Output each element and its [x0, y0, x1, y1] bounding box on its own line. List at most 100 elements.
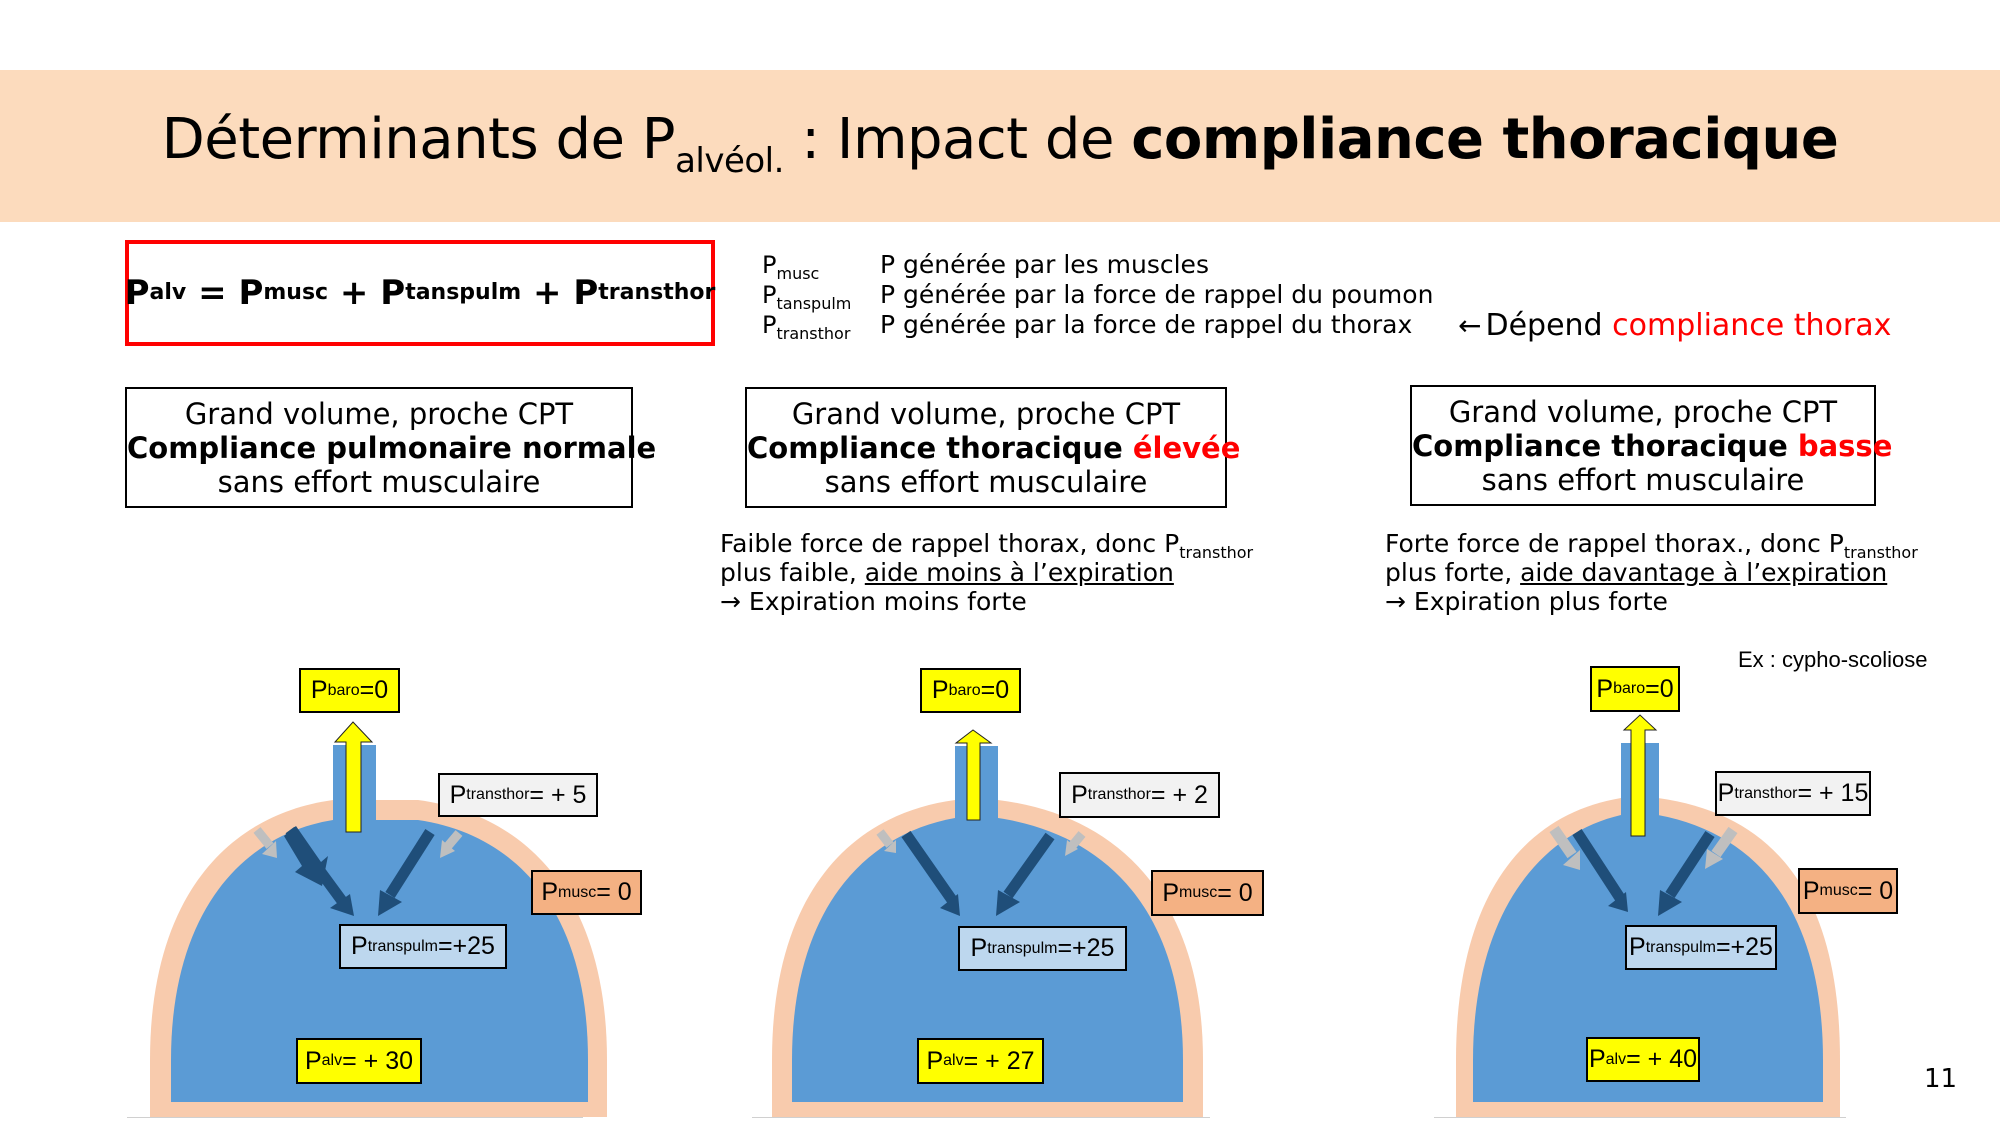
label-p: P: [351, 932, 368, 960]
legend-description: P générée par la force de rappel du poum…: [880, 280, 1434, 309]
transpulm-arrow-left-head-icon: [940, 894, 960, 916]
label-value: = 0: [596, 878, 632, 906]
page-number: 11: [1924, 1064, 1958, 1094]
label-value: = + 15: [1797, 779, 1869, 807]
label-p: P: [541, 878, 558, 906]
transpulm-arrow-left-head-icon: [1608, 892, 1628, 912]
lung-thorax-illustration: [1456, 714, 1840, 1117]
label-value: =0: [1645, 674, 1674, 703]
desc-line1-sub: transthor: [1843, 543, 1918, 562]
desc-line2: plus forte, aide davantage à l’expiratio…: [1385, 558, 1918, 587]
legend-symbol-p: P: [762, 281, 777, 309]
transpulm-arrow-left-shaft: [285, 826, 350, 909]
label-p: P: [1629, 933, 1646, 961]
diagram-baseline: [1434, 1117, 1846, 1118]
baro-arrow-icon: [954, 729, 993, 821]
scenario-description-high: Faible force de rappel thorax, donc Ptra…: [720, 529, 1253, 616]
transthor-arrow-left-shaft: [1549, 825, 1577, 859]
formula-p: P: [380, 273, 406, 313]
desc-line3: → Expiration plus forte: [1385, 587, 1918, 616]
legend-symbol-sub: transthor: [776, 324, 851, 343]
desc-line3-text: Expiration moins forte: [740, 587, 1027, 616]
transthor-arrow-right-shaft: [1711, 826, 1738, 858]
transthor-arrow-right-head-icon: [1065, 840, 1078, 856]
diagram-baseline: [752, 1117, 1210, 1118]
title-middle: : Impact de: [783, 107, 1132, 172]
legend-symbol-sub: tanspulm: [776, 294, 852, 313]
label-value: = 0: [1857, 876, 1894, 905]
label-value: = 0: [1217, 878, 1253, 907]
transthor-arrow-right-shaft: [444, 830, 463, 849]
scenario-line2: Compliance pulmonaire normale: [127, 431, 656, 465]
left-arrow-icon: ←: [1458, 309, 1482, 342]
label-p: P: [1596, 674, 1614, 703]
desc-line2-text: plus faible,: [720, 558, 865, 587]
dependency-text: Dépend: [1485, 308, 1613, 343]
label-p: P: [1717, 779, 1735, 807]
label-p: P: [449, 780, 467, 809]
formula-p: P: [124, 273, 150, 313]
diagram-baseline: [127, 1117, 583, 1118]
label-p: P: [310, 676, 328, 704]
desc-line2-underlined: aide davantage à l’expiration: [1520, 558, 1888, 587]
transpulm-arrow-right-shaft: [385, 829, 435, 898]
desc-line2-text: plus forte,: [1385, 558, 1521, 587]
scenario-box-low: Grand volume, proche CPT Compliance thor…: [1410, 385, 1892, 506]
transpulm-arrow-right-shaft: [1003, 832, 1055, 899]
dependency-highlight: compliance thorax: [1612, 308, 1892, 343]
transpulm-arrow-left-shaft: [901, 830, 957, 904]
label-value: = + 2: [1150, 780, 1208, 809]
scenario-line1: Grand volume, proche CPT: [1448, 394, 1838, 429]
baro-arrow-icon: [333, 721, 374, 833]
title-band: [0, 70, 2000, 222]
label-value: =+25: [1715, 933, 1773, 961]
right-arrow-icon: →: [720, 587, 741, 616]
label-p: P: [970, 934, 988, 962]
label-p: P: [1071, 780, 1088, 809]
title-subscript: alvéol.: [675, 141, 784, 181]
desc-line3: → Expiration moins forte: [720, 587, 1253, 616]
transthor-arrow-left-shaft: [253, 827, 274, 849]
transthor-arrow-right-head-icon: [440, 840, 455, 858]
transpulm-arrow-right-shaft: [1665, 830, 1715, 899]
transthor-arrow-left-head-icon: [262, 841, 277, 858]
legend-description: P générée par les muscles: [880, 250, 1209, 279]
transpulm-arrow-left-head-icon: [330, 894, 354, 916]
transpulm-arrow-right-head-icon: [378, 890, 402, 916]
label-value: =+25: [437, 932, 495, 960]
legend-symbol: Ptanspulm: [762, 280, 852, 313]
scenario-line2-red: élevée: [1132, 430, 1241, 465]
label-value: =+25: [1057, 934, 1115, 962]
right-arrow-icon: →: [1385, 587, 1406, 616]
legend-symbol-p: P: [762, 311, 777, 339]
baro-arrow-icon: [1622, 714, 1658, 837]
label-p: P: [926, 1046, 944, 1075]
example-label: Ex : cypho-scoliose: [1738, 647, 1928, 672]
transpulm-arrow-left-shaft: [1572, 828, 1625, 902]
scenario-box-normal: Grand volume, proche CPT Compliance pulm…: [125, 387, 656, 508]
legend-symbol-sub: musc: [776, 264, 820, 283]
transpulm-arrow-right-head-icon: [996, 890, 1020, 916]
scenario-line3: sans effort musculaire: [217, 464, 541, 499]
scenario-box-high: Grand volume, proche CPT Compliance thor…: [745, 387, 1240, 508]
formula-p: P: [238, 273, 264, 313]
scenario-line2-bold: Compliance thoracique: [747, 430, 1133, 465]
title-bold: compliance thoracique: [1131, 107, 1839, 172]
formula-eq: =: [186, 273, 239, 313]
label-value: =0: [980, 676, 1010, 704]
desc-line1-text: Forte force de rappel thorax., donc P: [1385, 529, 1844, 558]
